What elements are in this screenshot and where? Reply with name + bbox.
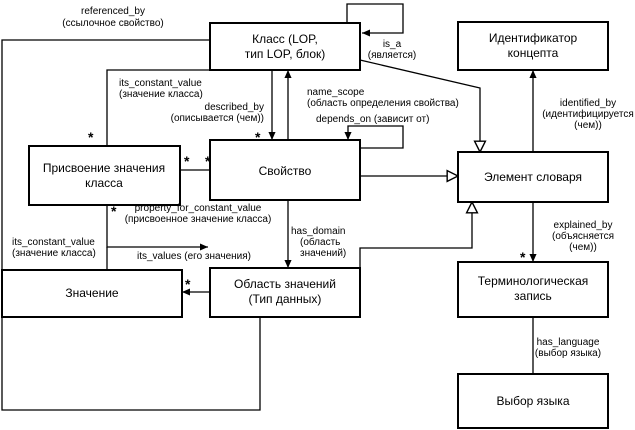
multiplicity-star-assignment-top: *: [88, 129, 94, 145]
property-for-constant-value-label-ru: (присвоенное значение класса): [125, 214, 272, 225]
term-record-line-2: запись: [514, 289, 552, 303]
its-values-label: its_values (его значения): [137, 251, 251, 262]
domain-generalization-line: [359, 202, 472, 280]
multiplicity-star-term-record: *: [520, 249, 526, 265]
value-line-1: Значение: [65, 286, 119, 300]
value-domain-box: Область значений (Тип данных): [209, 267, 361, 318]
its-constant-value-top-label-ru: (значение класса): [119, 89, 203, 100]
is-a-label: is_a: [383, 39, 402, 50]
is-a-label-ru: (является): [368, 50, 417, 61]
explained-by-label: explained_by: [554, 220, 613, 231]
assignment-line-2: класса: [85, 176, 123, 190]
explained-by-label-ru: (объясняется: [552, 230, 614, 242]
language-box: Выбор языка: [457, 373, 609, 429]
referenced-by-label: referenced_by: [81, 6, 145, 17]
dict-element-box: Элемент словаря: [457, 151, 609, 203]
klass-generalization-line: [359, 59, 480, 152]
identifier-line-2: концепта: [508, 46, 559, 60]
name-scope-label: name_scope: [307, 87, 365, 98]
its-constant-value-left-label-ru: (значение класса): [12, 248, 96, 259]
association-labels: referenced_by (ссылочное свойство) is_a …: [12, 6, 634, 359]
has-domain-label: has_domain: [291, 226, 345, 237]
described-by-label: described_by: [205, 102, 264, 113]
dict-element-line-1: Элемент словаря: [484, 170, 582, 184]
depends-on-loop: [344, 125, 404, 149]
value-box: Значение: [1, 269, 183, 318]
identified-by-label-ru-2: (чем)): [574, 120, 602, 131]
identified-by-label: identified_by: [560, 98, 616, 109]
is-a-loop: [346, 3, 404, 37]
term-record-line-1: Терминологическая: [478, 274, 589, 288]
term-record-box: Терминологическая запись: [457, 261, 609, 318]
has-domain-label-ru: (область: [300, 236, 340, 248]
multiplicity-star-assignment-right: *: [184, 153, 190, 169]
depends-on-label: depends_on (зависит от): [316, 114, 429, 125]
its-constant-value-top-label: its_constant_value: [119, 78, 202, 89]
klass-box: Класс (LOP, тип LOP, блок): [209, 22, 361, 71]
referenced-by-label-ru: (ссылочное свойство): [62, 18, 163, 29]
property-box: Свойство: [209, 139, 361, 201]
klass-line-1: Класс (LOP,: [252, 32, 318, 46]
identified-by-label-ru: (идентифицируется: [542, 108, 634, 120]
described-by-label-ru: (описывается (чем)): [171, 113, 264, 124]
has-domain-label-ru-2: значений): [300, 248, 346, 259]
klass-line-2: тип LOP, блок): [245, 47, 326, 61]
value-domain-line-1: Область значений: [234, 277, 336, 291]
name-scope-label-ru: (область определения свойства): [307, 97, 459, 109]
identifier-line-1: Идентификатор: [489, 31, 578, 45]
has-language-label: has_language: [537, 337, 600, 348]
assignment-line-1: Присвоение значения: [43, 161, 165, 175]
property-for-constant-value-label: property_for_constant_value: [135, 203, 262, 214]
property-line-1: Свойство: [259, 164, 312, 178]
value-domain-line-2: (Тип данных): [249, 292, 322, 306]
referenced-by-line: [1, 39, 261, 411]
its-constant-value-left-label: its_constant_value: [12, 237, 95, 248]
multiplicity-star-value: *: [185, 276, 191, 292]
explained-by-label-ru-2: (чем)): [569, 242, 597, 253]
has-language-label-ru: (выбор языка): [535, 347, 601, 359]
multiplicity-star-assignment-bottom: *: [111, 203, 117, 219]
its-constant-value-top-line: [106, 69, 210, 146]
multiplicity-star-property-top: *: [255, 129, 261, 145]
multiplicity-star-property-left: *: [205, 153, 211, 169]
language-line-1: Выбор языка: [497, 394, 570, 408]
connections: [1, 3, 537, 411]
assignment-box: Присвоение значения класса: [28, 145, 181, 206]
multiplicity-markers: * * * * * * *: [88, 129, 526, 292]
identifier-box: Идентификатор концепта: [457, 21, 609, 71]
